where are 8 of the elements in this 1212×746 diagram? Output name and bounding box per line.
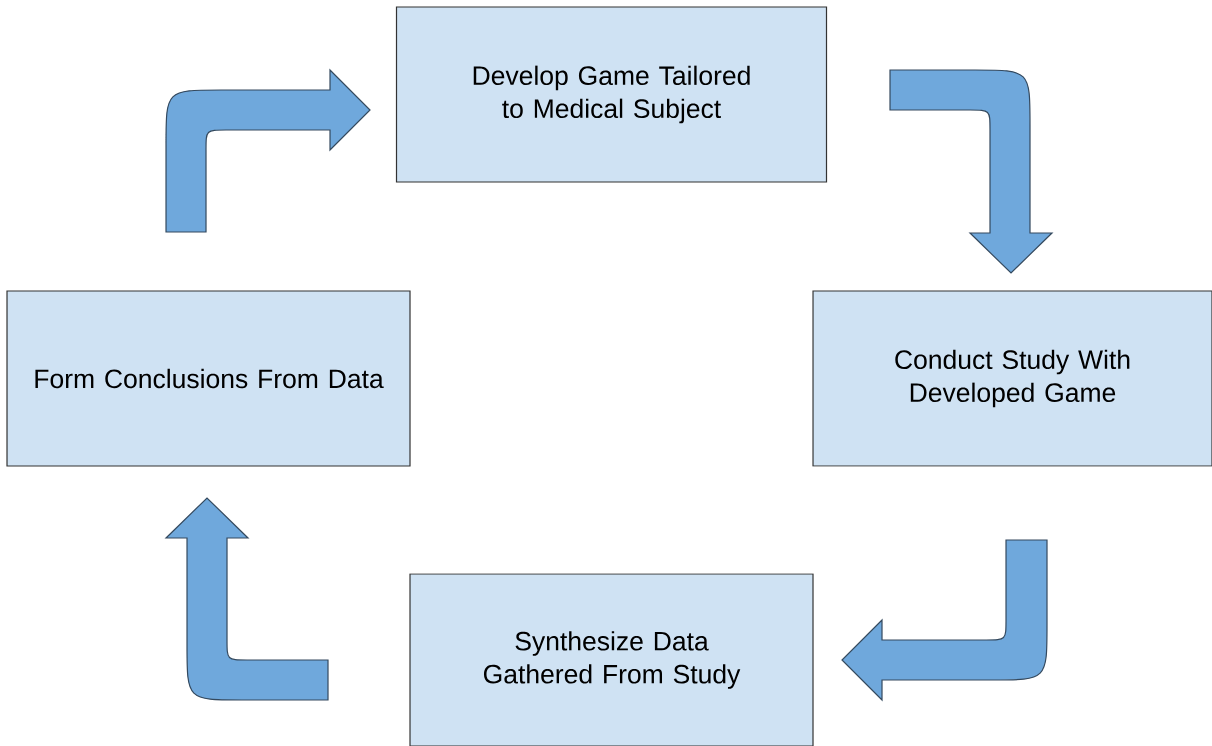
block-arrow [165,69,371,233]
block-arrow [889,69,1053,274]
process-box: Conduct Study With Developed Game [812,290,1212,467]
process-box: Form Conclusions From Data [6,290,411,467]
block-arrow [841,539,1048,701]
block-arrow [165,497,329,701]
process-box: Synthesize Data Gathered From Study [409,573,814,746]
process-box: Develop Game Tailored to Medical Subject [395,6,828,183]
